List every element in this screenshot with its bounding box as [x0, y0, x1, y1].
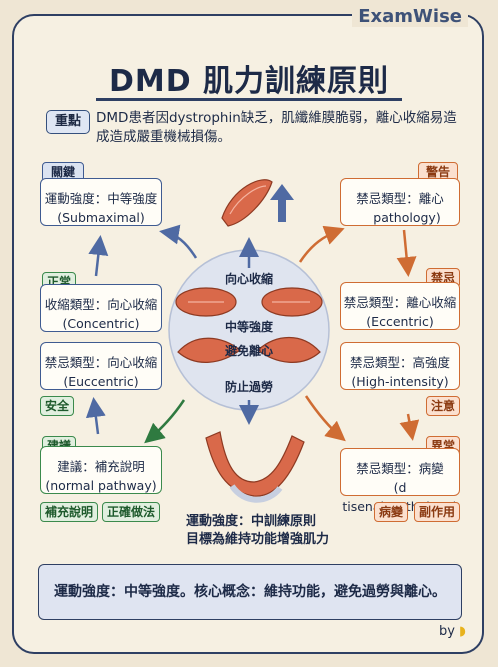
- up-arrow-icon: [270, 184, 294, 222]
- box-line: (normal pathway): [45, 478, 157, 493]
- box-intensity-moderate: 運動強度：中等強度 (Submaximal): [40, 178, 162, 226]
- title-underline: [96, 98, 402, 101]
- arrow-suggest-to-safe: [85, 397, 106, 435]
- caption-line-2: 目標為維持功能增強肌力: [186, 532, 330, 547]
- label-avoid-eccentric: 避免離心: [224, 344, 273, 358]
- box-line: 禁忌類型：離心收縮: [343, 295, 457, 310]
- box-line: (Eccentric): [366, 314, 434, 329]
- page-title: DMD 肌力訓練原則: [108, 64, 390, 99]
- box-line: (Submaximal): [57, 210, 145, 225]
- box-suggest: 建議：補充說明 (normal pathway): [40, 446, 162, 494]
- tag-safe: 安全: [40, 396, 74, 416]
- tag-caution: 注意: [426, 396, 460, 416]
- box-eccentric-pathology: 禁忌類型：離心 pathology): [340, 178, 460, 226]
- keypoint-text: DMD患者因dystrophin缺乏，肌纖維膜脆弱，離心收縮易造成造成嚴重機械損…: [96, 110, 457, 145]
- box-concentric: 收縮類型：向心收縮 (Concentric): [40, 284, 162, 332]
- bottom-caption: 運動強度：中訓練原則 目標為維持功能增強肌力: [186, 513, 329, 549]
- byline-text: by: [439, 624, 455, 639]
- box-line: 禁忌類型：高強度: [349, 355, 450, 370]
- byline: by ◗: [439, 624, 466, 639]
- keypoint-tag: 重點: [46, 110, 90, 134]
- box-pathology: 禁忌類型：病變 (d tisenal_pathology): [340, 448, 460, 514]
- arrow-center-to-suggest: [144, 399, 186, 444]
- concentric-muscle-icon: [175, 287, 323, 317]
- box-high-intensity: 禁忌類型：高強度 (High-intensity): [340, 342, 460, 390]
- label-concentric: 向心收縮: [224, 272, 273, 286]
- arrow-warning-to-forbidden: [396, 229, 417, 277]
- tag-side-effect: 副作用: [414, 502, 460, 522]
- caption-line-1: 運動強度：中訓練原則: [186, 514, 317, 529]
- box-line: 禁忌類型：病變: [356, 461, 444, 476]
- box-line: 建議：補充說明: [57, 459, 145, 474]
- banana-icon: ◗: [459, 624, 466, 639]
- arrow-center-to-key: [159, 224, 198, 259]
- arrow-normal-to-key: [88, 235, 109, 277]
- box-line: (Euccentric): [63, 374, 139, 389]
- eccentric-muscle-icon: [177, 337, 321, 363]
- arrow-center-to-abnormal: [304, 395, 346, 442]
- box-eccentric: 禁忌類型：離心收縮 (Eccentric): [340, 282, 460, 330]
- box-line: 運動強度：中等強度: [44, 191, 158, 206]
- arrow-center-to-warning: [298, 225, 345, 263]
- arm-muscle-icon: [205, 431, 305, 503]
- brand-logo: ExamWise: [352, 6, 468, 27]
- box-euccentric: 禁忌類型：向心收縮 (Euccentric): [40, 342, 162, 390]
- tag-lesion: 病變: [374, 502, 408, 522]
- tag-correct: 正確做法: [102, 502, 160, 522]
- top-muscle-icon: [221, 179, 273, 227]
- label-moderate: 中等強度: [224, 320, 273, 334]
- box-line: (Concentric): [62, 316, 140, 331]
- arrow-caution-to-abnormal: [399, 413, 420, 441]
- label-prevent-overwork: 防止過勞: [224, 380, 273, 394]
- box-line: 禁忌類型：向心收縮: [44, 355, 158, 370]
- box-line: 收縮類型：向心收縮: [44, 297, 158, 312]
- box-line: pathology): [373, 210, 441, 225]
- box-line: 禁忌類型：離心: [356, 191, 444, 206]
- footer-summary: 運動強度：中等強度。核心概念：維持功能，避免過勞與離心。: [38, 564, 462, 620]
- tag-warning: 警告: [418, 162, 458, 182]
- box-line: (High-intensity): [351, 374, 449, 389]
- tag-supplement: 補充說明: [40, 502, 98, 522]
